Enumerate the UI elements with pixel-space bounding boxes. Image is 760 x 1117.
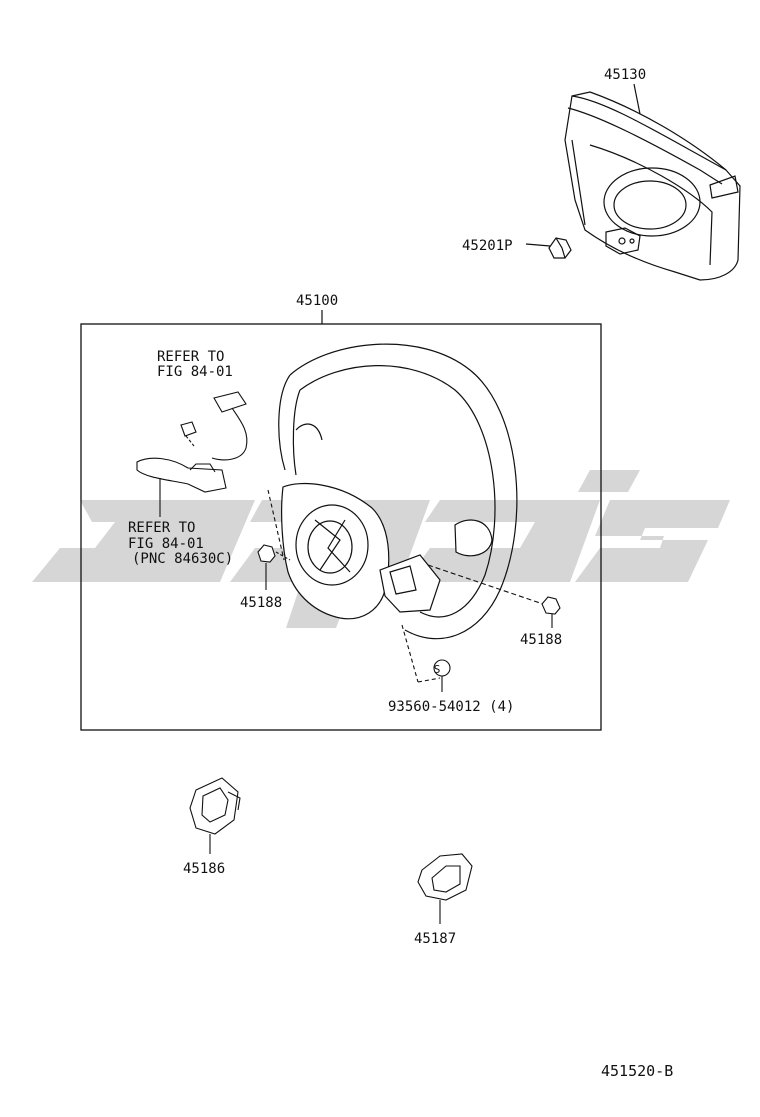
- note-refer-1-line-2: FIG 84-01: [157, 364, 233, 380]
- label-45201p: 45201P: [462, 238, 513, 254]
- screws-93560[interactable]: [401, 624, 451, 692]
- nut-45201p[interactable]: [525, 237, 572, 259]
- figure-code: 451520-B: [601, 1062, 673, 1080]
- note-refer-1-line-1: REFER TO: [157, 349, 224, 365]
- note-refer-2-line-1: REFER TO: [128, 520, 195, 536]
- steering-wheel-45100[interactable]: [278, 343, 518, 640]
- note-refer-2-line-3: (PNC 84630C): [132, 551, 233, 567]
- label-45186: 45186: [183, 861, 225, 877]
- cover-45187[interactable]: [417, 853, 473, 924]
- airbag-pad-45130[interactable]: [564, 83, 741, 281]
- steering-switch-harness[interactable]: [136, 391, 248, 517]
- cover-45186[interactable]: [189, 777, 241, 854]
- note-refer-2-line-2: FIG 84-01: [128, 536, 204, 552]
- label-45100: 45100: [296, 293, 338, 309]
- label-45130: 45130: [604, 67, 646, 83]
- label-45188-left: 45188: [240, 595, 282, 611]
- screw-symbol: S: [434, 663, 441, 676]
- screw-45188-left[interactable]: [257, 489, 291, 590]
- label-45188-right: 45188: [520, 632, 562, 648]
- label-93560: 93560-54012 (4): [388, 699, 514, 715]
- assembly-box-45100: [80, 323, 602, 731]
- screw-45188-right[interactable]: [427, 564, 561, 628]
- label-45187: 45187: [414, 931, 456, 947]
